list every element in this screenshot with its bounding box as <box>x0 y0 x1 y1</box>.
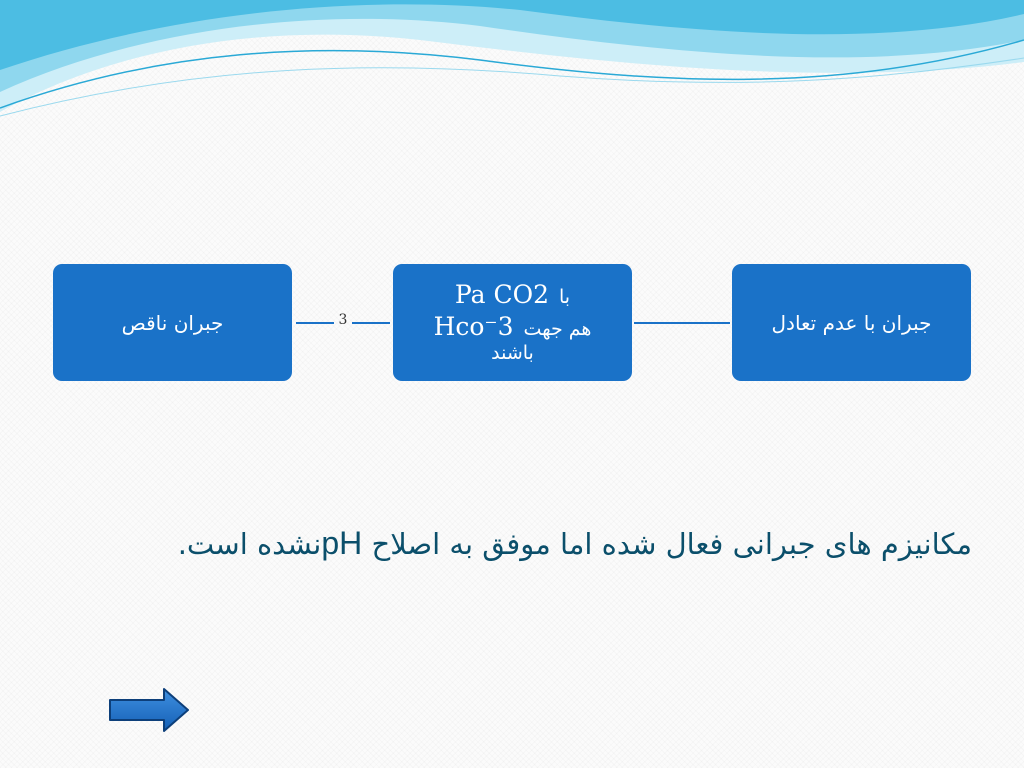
connector-left-segment-b <box>352 322 390 324</box>
node-same-direction: Pa CO2 با Hco⁻3 هم جهت باشند <box>393 264 632 381</box>
node-middle-line-1: Pa CO2 با <box>455 279 570 310</box>
wave-line-2 <box>0 57 1024 117</box>
word-ba: با <box>559 286 571 309</box>
phrase-ham-jahat: هم جهت <box>523 317 592 340</box>
caption-part-2: نشده است. <box>177 527 322 561</box>
connector-label: 3 <box>338 312 348 328</box>
node-right-label: جبران با عدم تعادل <box>771 310 932 335</box>
caption-ph: pH <box>321 525 363 561</box>
formula-paco2: Pa CO2 <box>454 280 549 310</box>
node-left-label: جبران ناقص <box>121 310 224 335</box>
caption-text: مکانیزم های جبرانی فعال شده اما موفق به … <box>122 512 972 575</box>
wave-dark <box>0 0 1024 70</box>
caption-part-1: مکانیزم های جبرانی فعال شده اما موفق به … <box>362 527 972 561</box>
node-middle-line-2: Hco⁻3 هم جهت <box>434 311 592 342</box>
node-partial-compensation: جبران ناقص <box>53 264 292 381</box>
connector-right <box>634 322 730 324</box>
formula-hco3: Hco⁻3 <box>433 311 514 341</box>
word-bashand: باشند <box>491 341 534 364</box>
wave-line <box>0 39 1024 109</box>
node-middle-content: Pa CO2 با Hco⁻3 هم جهت باشند <box>434 279 592 365</box>
arrow-shape <box>109 688 189 732</box>
arrow-right-icon[interactable] <box>108 686 192 734</box>
node-imbalanced-compensation: جبران با عدم تعادل <box>732 264 971 381</box>
connector-left-segment-a <box>296 322 334 324</box>
header-wave-decoration <box>0 0 1024 117</box>
